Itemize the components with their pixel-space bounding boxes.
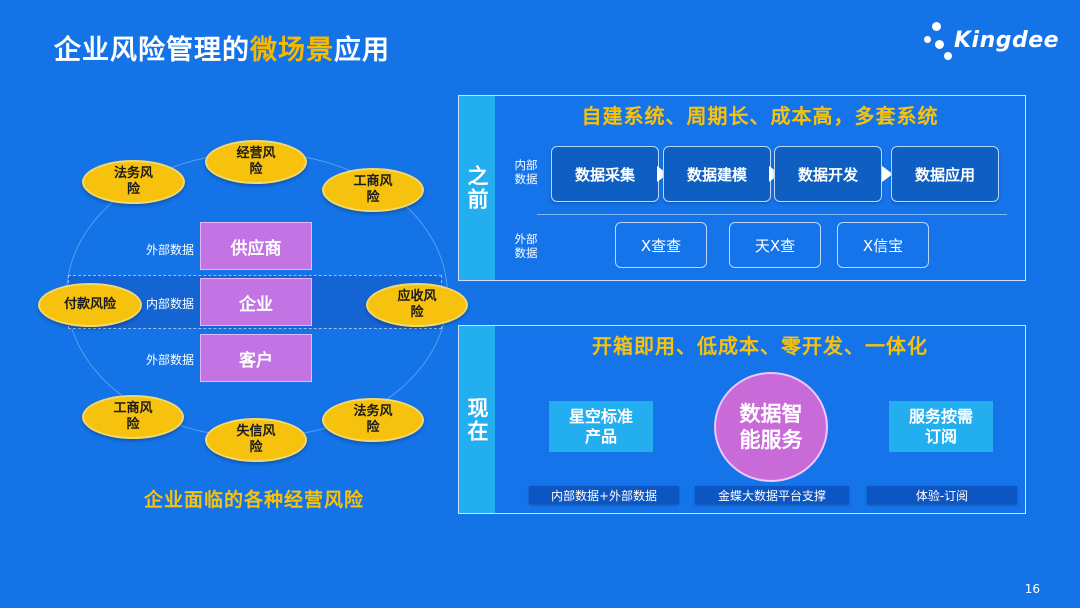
- panel-before: 之前 自建系统、周期长、成本高，多套系统 内部数据 外部数据 数据采集 数据建模…: [458, 95, 1026, 281]
- risk-credit: 失信风险: [205, 418, 307, 462]
- before-divider: [537, 214, 1007, 215]
- arrow-right-icon: [657, 166, 668, 182]
- logo-dot-icon: [935, 40, 944, 49]
- footer-trial-subscribe: 体验-订阅: [867, 486, 1017, 504]
- before-external-label: 外部数据: [514, 232, 538, 260]
- tool-1: X查查: [615, 222, 707, 268]
- now-heading: 开箱即用、低成本、零开发、一体化: [592, 334, 928, 358]
- tool-3: X信宝: [837, 222, 929, 268]
- now-tab-label: 现在: [465, 396, 489, 443]
- step-data-collection: 数据采集: [551, 146, 659, 202]
- slide-title: 企业风险管理的微场景应用: [54, 28, 390, 67]
- risk-legal-top: 法务风险: [82, 160, 185, 204]
- feature-subscription: 服务按需订阅: [889, 401, 993, 452]
- panel-now: 现在 开箱即用、低成本、零开发、一体化 星空标准产品 数据智能服务 服务按需订阅…: [458, 325, 1026, 514]
- risk-business-bottom: 工商风险: [82, 395, 184, 439]
- logo-dot-icon: [932, 22, 941, 31]
- entity-customer: 客户: [200, 334, 312, 382]
- kingdee-logo: Kingdee: [922, 22, 1059, 62]
- title-text-end: 应用: [334, 35, 390, 66]
- footer-bigdata-platform: 金蝶大数据平台支撑: [695, 486, 849, 504]
- footer-internal-external: 内部数据+外部数据: [529, 486, 679, 504]
- before-internal-label: 内部数据: [514, 158, 538, 186]
- risk-caption: 企业面临的各种经营风险: [144, 489, 365, 511]
- step-data-development: 数据开发: [774, 146, 882, 202]
- feature-standard-product: 星空标准产品: [549, 401, 653, 452]
- risk-business-top: 工商风险: [322, 168, 424, 212]
- tool-2: 天X查: [729, 222, 821, 268]
- risk-legal-bottom: 法务风险: [322, 398, 424, 442]
- risk-operation: 经营风险: [205, 140, 307, 184]
- risk-payment: 付款风险: [38, 283, 142, 327]
- risk-receivable: 应收风险: [366, 283, 468, 327]
- feature-data-intelligence: 数据智能服务: [714, 372, 828, 482]
- internal-data-label: 内部数据: [145, 297, 194, 311]
- step-data-application: 数据应用: [891, 146, 999, 202]
- logo-dot-icon: [924, 36, 931, 43]
- entity-enterprise: 企业: [200, 278, 312, 326]
- external-data-label-top: 外部数据: [145, 243, 194, 257]
- now-tab: 现在: [459, 326, 495, 513]
- title-highlight: 微场景: [250, 35, 334, 66]
- logo-wordmark: Kingdee: [954, 28, 1060, 53]
- arrow-right-icon: [882, 166, 893, 182]
- step-data-modeling: 数据建模: [663, 146, 771, 202]
- page-number: 16: [1024, 582, 1040, 596]
- before-tab-label: 之前: [465, 165, 489, 211]
- before-tab: 之前: [459, 96, 495, 280]
- external-data-label-bottom: 外部数据: [145, 353, 194, 367]
- entity-supplier: 供应商: [200, 222, 312, 270]
- before-heading: 自建系统、周期长、成本高，多套系统: [581, 104, 939, 128]
- logo-dot-icon: [944, 52, 952, 60]
- title-text: 企业风险管理的: [54, 35, 250, 66]
